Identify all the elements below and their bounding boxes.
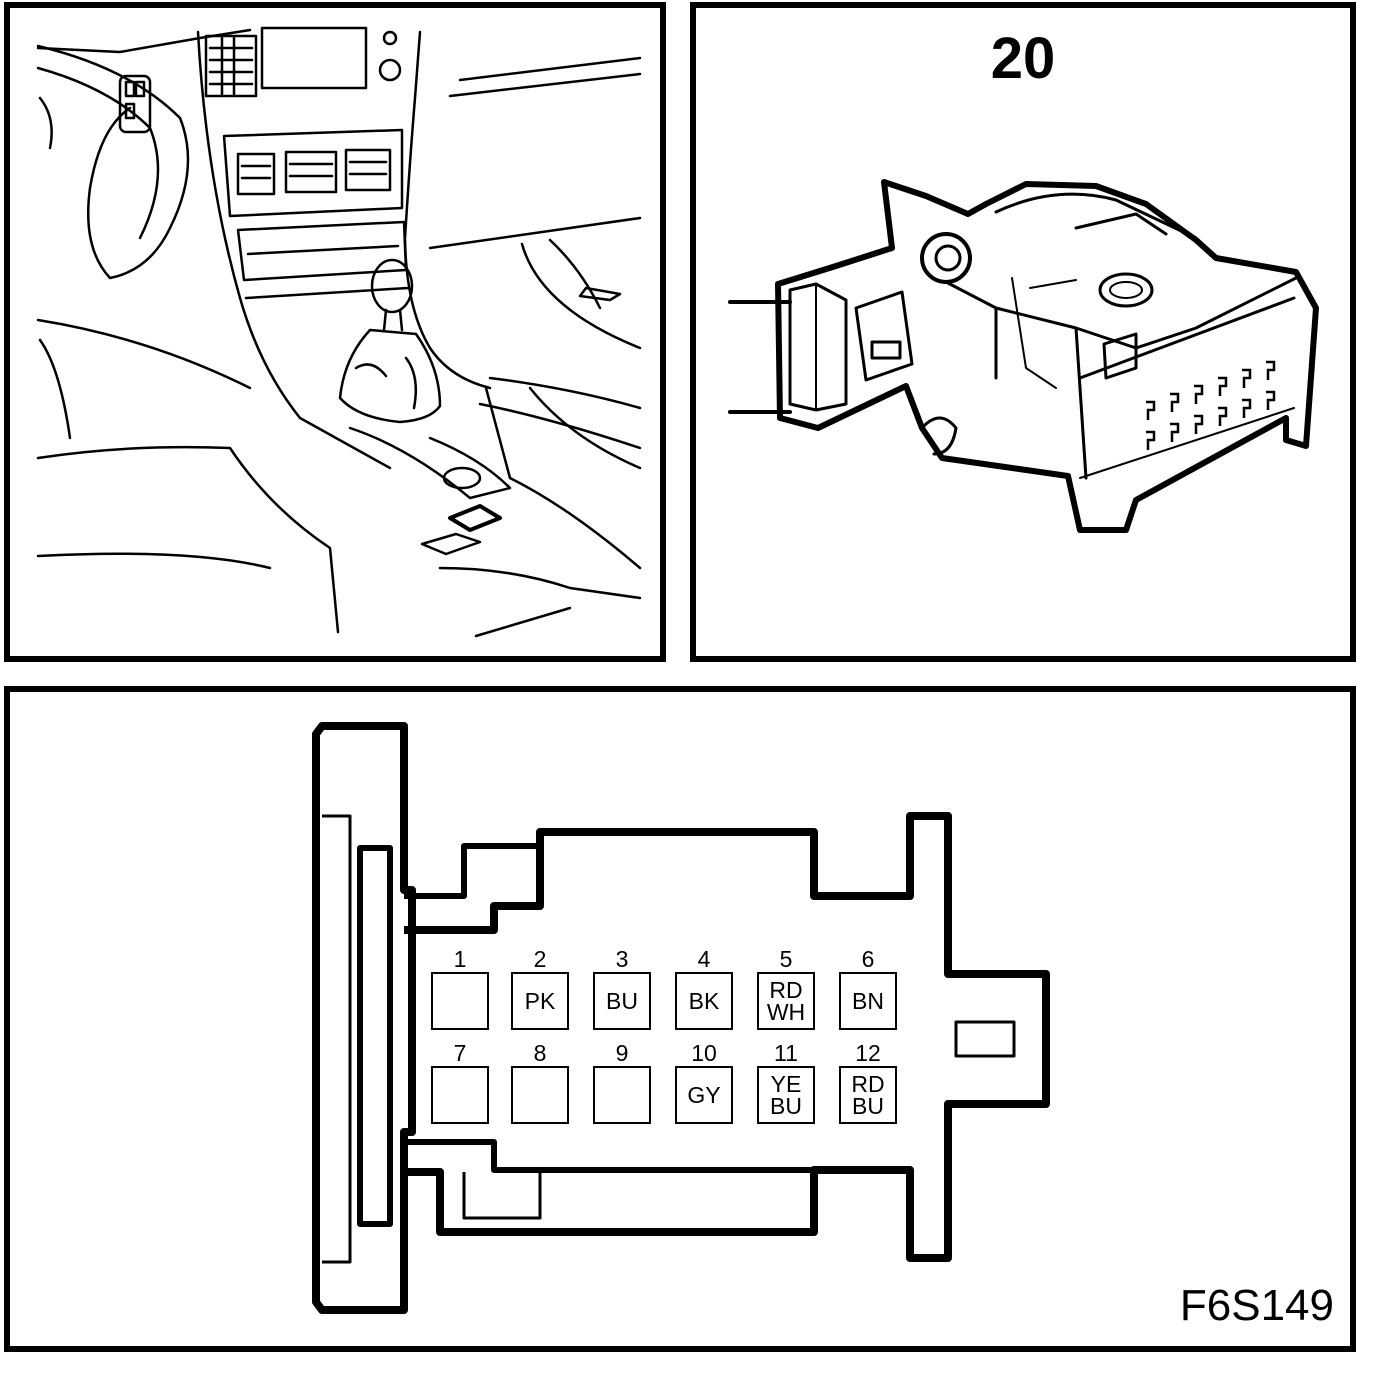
pin-11-wire-color-primary: YE xyxy=(770,1071,802,1097)
pinout-panel: 1 2 PK 3 BU 4 BK 5 RD WH 6 BN 7 8 9 10 G… xyxy=(4,686,1356,1352)
pin-number-5: 5 xyxy=(779,946,793,972)
connector-number: 20 xyxy=(990,26,1056,91)
pin-cell-10: GY xyxy=(675,1066,733,1124)
connector-face-outline xyxy=(312,722,1050,1314)
figure-reference-code: F6S149 xyxy=(1179,1281,1334,1330)
pin-12-wire-color-primary: RD xyxy=(851,1071,885,1097)
pin-3-wire-color: BU xyxy=(606,988,638,1014)
pin-number-4: 4 xyxy=(697,946,711,972)
pin-11-wire-color-stripe: BU xyxy=(770,1093,802,1119)
pin-5-wire-color-primary: RD xyxy=(769,977,803,1003)
pin-number-1: 1 xyxy=(453,946,467,972)
pin-number-8: 8 xyxy=(533,1040,547,1066)
pin-cell-8 xyxy=(511,1066,569,1124)
pin-number-11: 11 xyxy=(774,1040,798,1066)
pin-cell-9 xyxy=(593,1066,651,1124)
pin-6-wire-color: BN xyxy=(852,988,884,1014)
pin-cell-11: YE BU xyxy=(757,1066,815,1124)
pin-cell-4: BK xyxy=(675,972,733,1030)
pin-number-12: 12 xyxy=(855,1040,881,1066)
pin-12-wire-color-stripe: BU xyxy=(852,1093,884,1119)
pin-cell-7 xyxy=(431,1066,489,1124)
car-interior-illustration xyxy=(36,26,642,638)
pin-cell-6: BN xyxy=(839,972,897,1030)
pin-10-wire-color: GY xyxy=(687,1082,721,1108)
pin-cell-2: PK xyxy=(511,972,569,1030)
pin-cell-3: BU xyxy=(593,972,651,1030)
pin-cell-5: RD WH xyxy=(757,972,815,1030)
pin-5-wire-color-stripe: WH xyxy=(766,999,806,1025)
location-illustration-panel xyxy=(4,2,666,662)
pin-number-9: 9 xyxy=(615,1040,629,1066)
pin-number-6: 6 xyxy=(861,946,875,972)
pin-2-wire-color: PK xyxy=(524,988,556,1014)
pin-4-wire-color: BK xyxy=(688,988,720,1014)
pin-number-10: 10 xyxy=(691,1040,717,1066)
pin-cell-12: RD BU xyxy=(839,1066,897,1124)
pin-number-7: 7 xyxy=(453,1040,467,1066)
pin-number-3: 3 xyxy=(615,946,629,972)
pin-cell-1 xyxy=(431,972,489,1030)
pin-number-2: 2 xyxy=(533,946,547,972)
connector-3d-illustration xyxy=(728,179,1319,533)
connector-illustration-panel: 20 xyxy=(690,2,1356,662)
